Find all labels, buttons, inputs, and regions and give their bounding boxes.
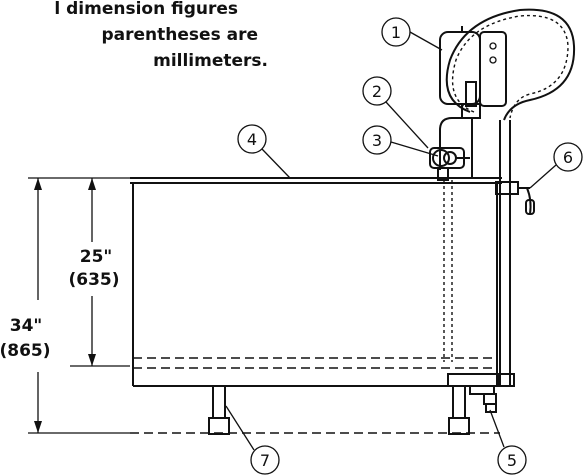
tank-legs: [208, 385, 470, 435]
dimension-lines: [28, 177, 130, 434]
dim-25-inches: 25": [80, 247, 113, 267]
motor-unit: [439, 26, 507, 119]
tank: [130, 177, 502, 387]
svg-text:6: 6: [563, 148, 573, 167]
drain-valve: [447, 373, 499, 413]
callout-1: 1: [381, 17, 443, 51]
units-note: l dimension figures parentheses are mill…: [54, 0, 268, 71]
flex-hose: [445, 8, 576, 121]
svg-text:4: 4: [247, 130, 257, 149]
svg-text:2: 2: [372, 82, 382, 101]
svg-text:1: 1: [391, 23, 401, 42]
svg-text:5: 5: [507, 451, 517, 470]
note-line-2: parentheses are: [102, 25, 259, 45]
callout-4: 4: [237, 124, 291, 179]
dimension-labels: 25" (635) 34" (865): [0, 247, 120, 361]
riser-pipe: [495, 120, 519, 387]
side-handle: [518, 187, 535, 215]
internal-pipe: [443, 180, 453, 362]
pump-assembly: [429, 117, 473, 181]
callout-7: 7: [225, 405, 280, 475]
note-line-1: l dimension figures: [54, 0, 238, 19]
callout-6: 6: [529, 142, 583, 189]
svg-text:7: 7: [260, 451, 270, 470]
dim-25-mm: (635): [68, 270, 119, 290]
dim-34-mm: (865): [0, 341, 51, 361]
callout-2: 2: [362, 76, 429, 149]
dim-34-inches: 34": [10, 316, 43, 336]
callout-3: 3: [362, 125, 439, 157]
callout-5: 5: [489, 409, 527, 475]
note-line-3: millimeters.: [153, 51, 268, 71]
svg-text:3: 3: [372, 131, 382, 150]
